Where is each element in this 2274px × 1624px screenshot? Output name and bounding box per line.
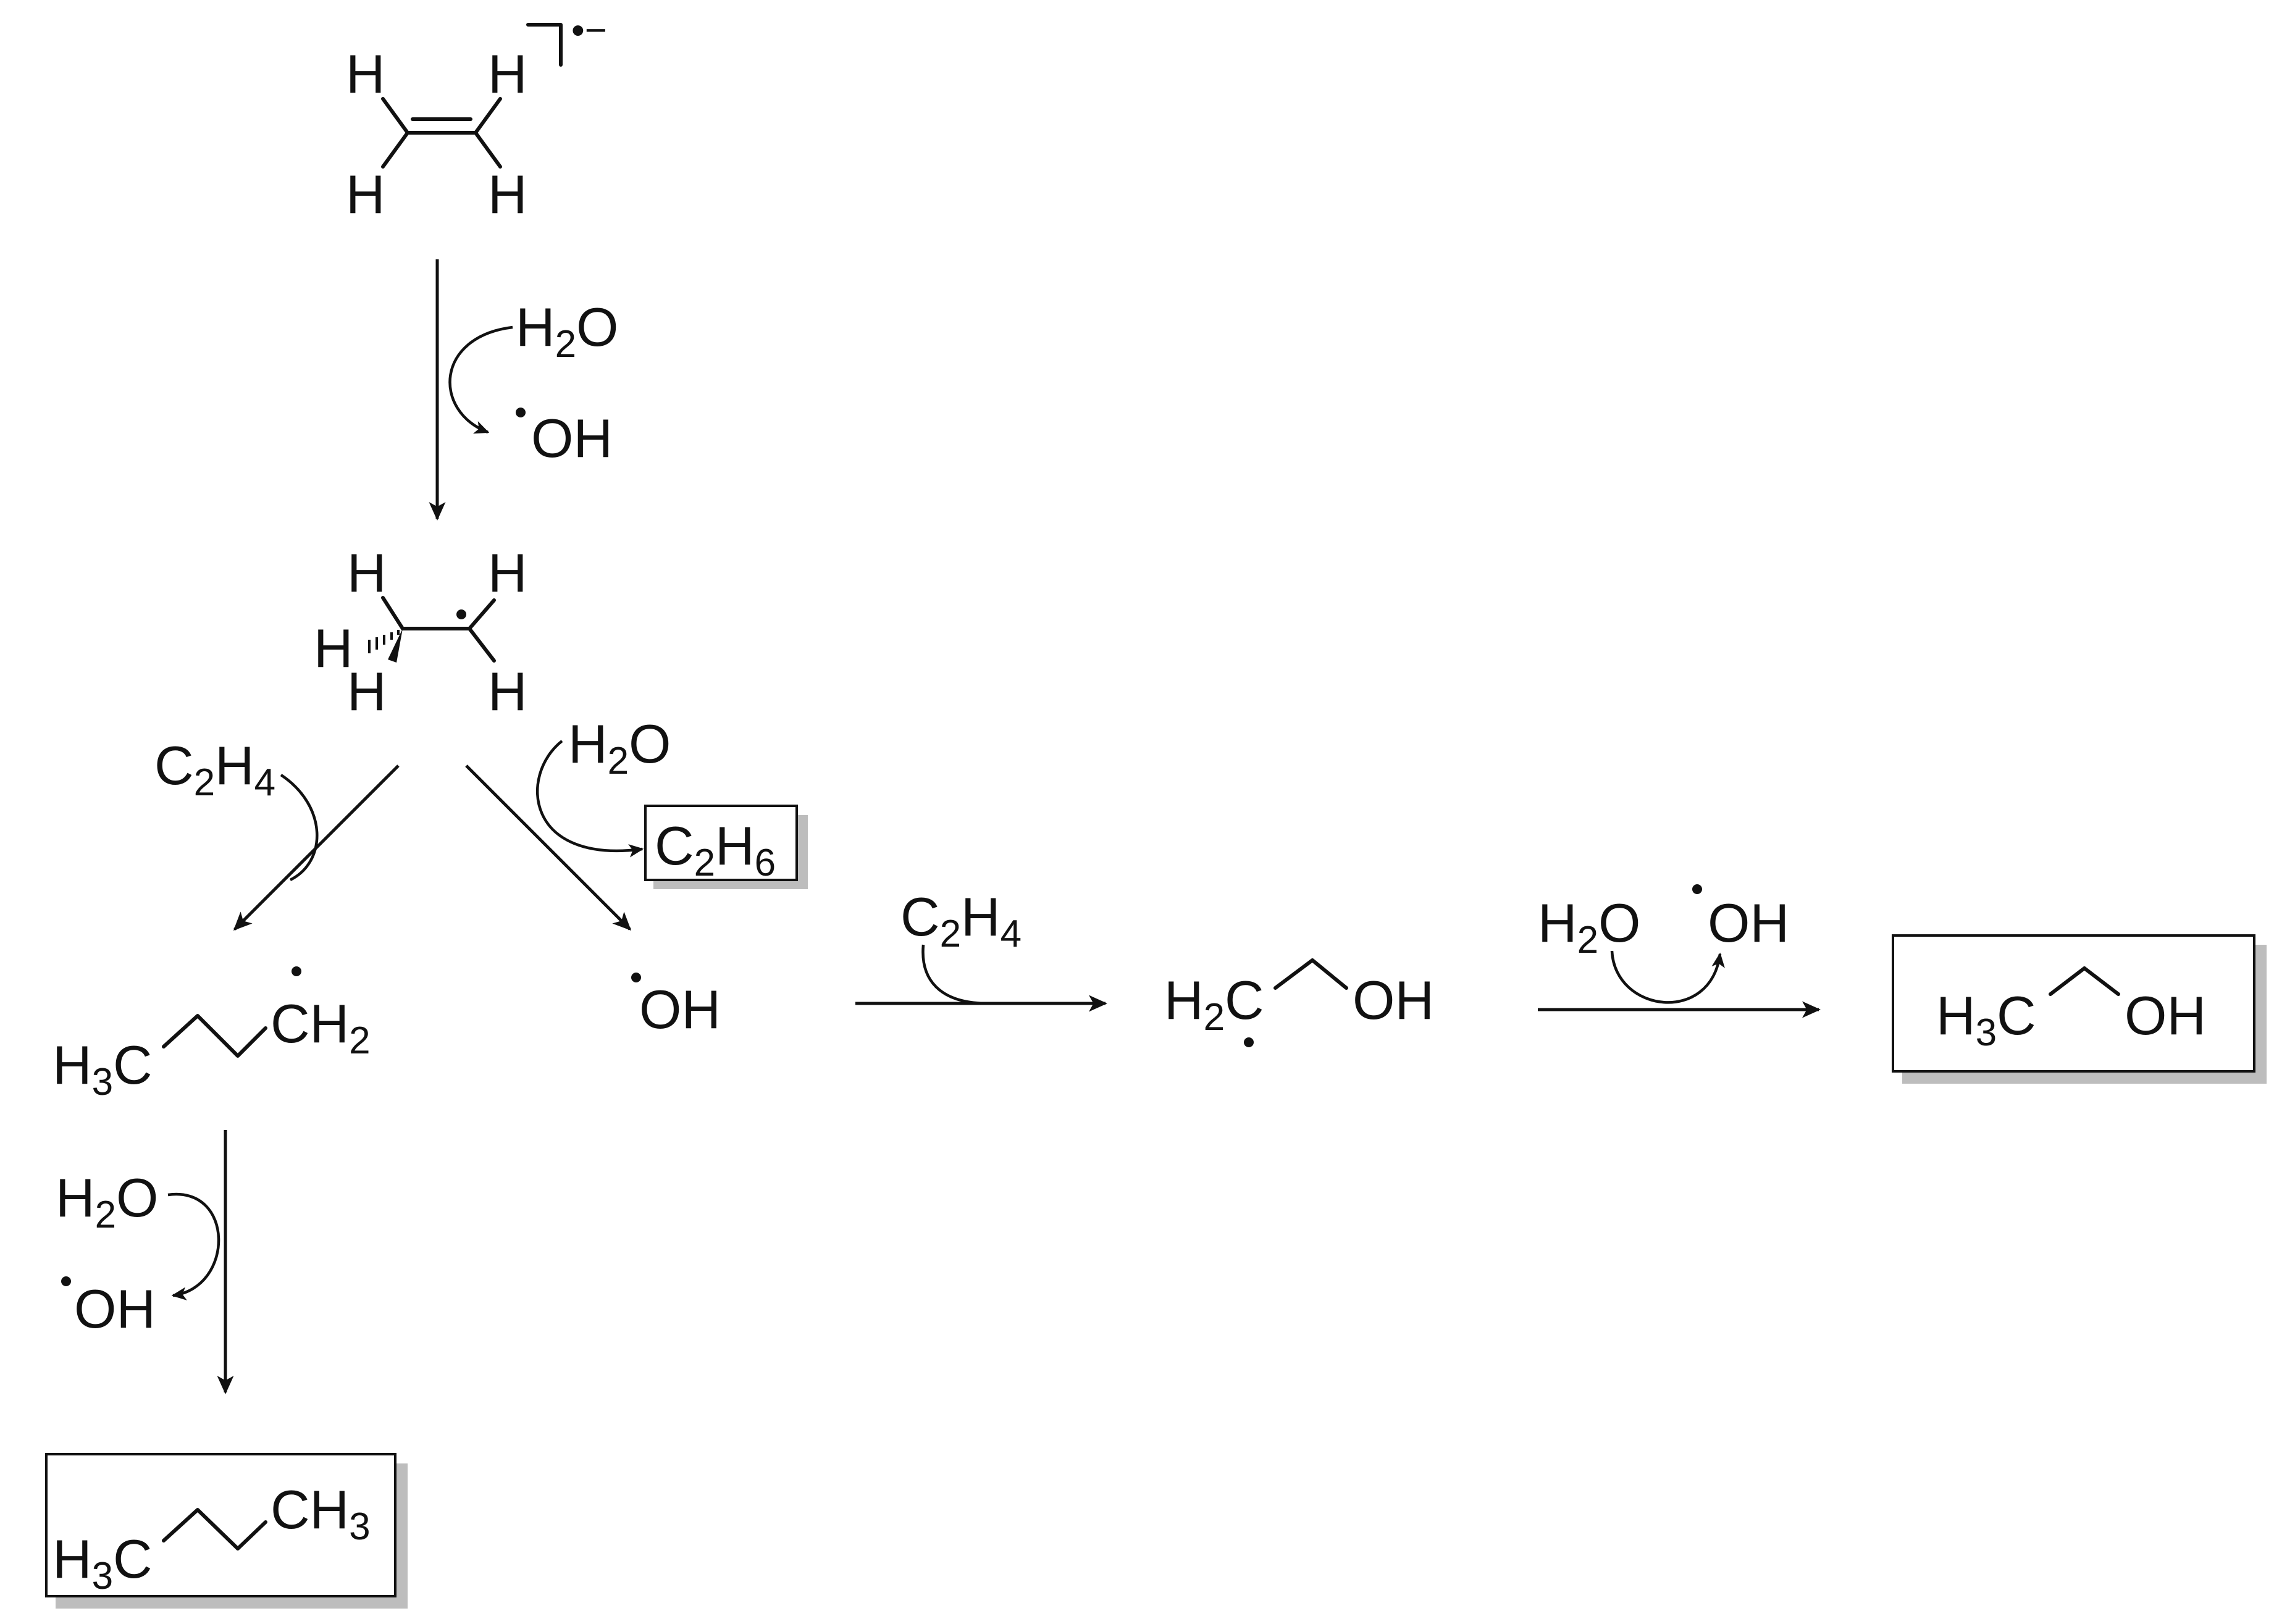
byproduct-hydroxyl: OH (1708, 892, 1789, 953)
bond (381, 131, 409, 169)
group-methyl: CH3 (271, 1479, 371, 1548)
right-branch-protonation: H2O C2H6 OH (465, 713, 808, 1040)
group-hydroxyl: OH (1353, 969, 1434, 1031)
bond (468, 627, 496, 663)
curved-arrow (280, 774, 319, 882)
butyl-radical: H3C CH2 (52, 966, 371, 1103)
radical-dot (292, 966, 301, 976)
product-box (1892, 934, 2255, 1073)
byproduct-hydroxyl: OH (531, 408, 613, 469)
curved-arrow (1610, 950, 1725, 1004)
radical-dot (516, 408, 526, 417)
curved-arrow (167, 1192, 220, 1300)
atom-h: H (347, 661, 387, 722)
group-methyl: H3C (1936, 985, 2036, 1054)
group-methyl: H3C (52, 1528, 153, 1597)
reaction-arrow (465, 764, 632, 931)
bond (381, 97, 409, 135)
bond (468, 598, 496, 630)
radical-dot (631, 973, 641, 982)
group-methylene: CH2 (271, 993, 371, 1062)
group-methyl: H3C (52, 1034, 153, 1103)
atom-h: H (488, 43, 527, 104)
curved-arrow (536, 740, 644, 858)
reagent-ethylene: C2H4 (154, 735, 275, 804)
product-butane: H3C CH3 (45, 1453, 408, 1609)
product-box (45, 1453, 396, 1597)
hydroxyl-addition-step: C2H4 (855, 886, 1107, 1012)
carbon-chain (162, 1508, 267, 1551)
carbon-chain (162, 1014, 267, 1058)
reagent-water: H2O (1538, 892, 1641, 961)
group-hydroxyl: OH (2125, 985, 2206, 1046)
bond (381, 596, 405, 630)
curved-arrow (448, 325, 513, 434)
final-h-abstraction: H2O OH (1538, 884, 1821, 1018)
atom-h: H (346, 43, 385, 104)
atom-h: H (488, 542, 527, 603)
reagent-water: H2O (516, 296, 619, 366)
radical-dot (456, 609, 466, 619)
reagent-ethylene: C2H4 (900, 886, 1022, 955)
reagent-water: H2O (568, 713, 671, 782)
product-ethanol: H3C OH (1892, 934, 2267, 1084)
curved-arrow (921, 944, 989, 1005)
wedge-bond (388, 629, 403, 663)
left-branch-addition: C2H4 (154, 735, 400, 931)
left-branch-h-abstraction: H2O OH (56, 1130, 234, 1394)
atom-h: H (488, 661, 527, 722)
bond (474, 131, 502, 169)
carbon-chain (2049, 966, 2120, 996)
hydroxyethyl-radical: H2C OH (1164, 958, 1434, 1047)
bond (474, 97, 502, 135)
step-1-electron-transfer: H2O OH (429, 259, 619, 521)
atom-h: H (346, 164, 385, 225)
ethylene-radical-anion: H H H H •− (346, 9, 607, 225)
radical-dot (1244, 1037, 1254, 1047)
atom-h: H (347, 542, 387, 603)
hydroxyl-radical: OH (639, 979, 721, 1040)
product-ethane: C2H6 (655, 815, 776, 884)
product-box (644, 805, 798, 881)
byproduct-hydroxyl: OH (74, 1278, 156, 1339)
atom-h: H (488, 164, 527, 225)
radical-dot (1692, 884, 1702, 894)
bracket (526, 23, 563, 67)
charge-label: •− (571, 9, 607, 52)
hashed-bond (368, 630, 400, 653)
atom-h: H (314, 617, 353, 679)
radical-dot (61, 1276, 71, 1286)
carbon-chain (1273, 958, 1348, 990)
reagent-water: H2O (56, 1167, 159, 1236)
group-methylene: H2C (1164, 969, 1264, 1039)
ethyl-radical: H H H H H (314, 542, 527, 722)
